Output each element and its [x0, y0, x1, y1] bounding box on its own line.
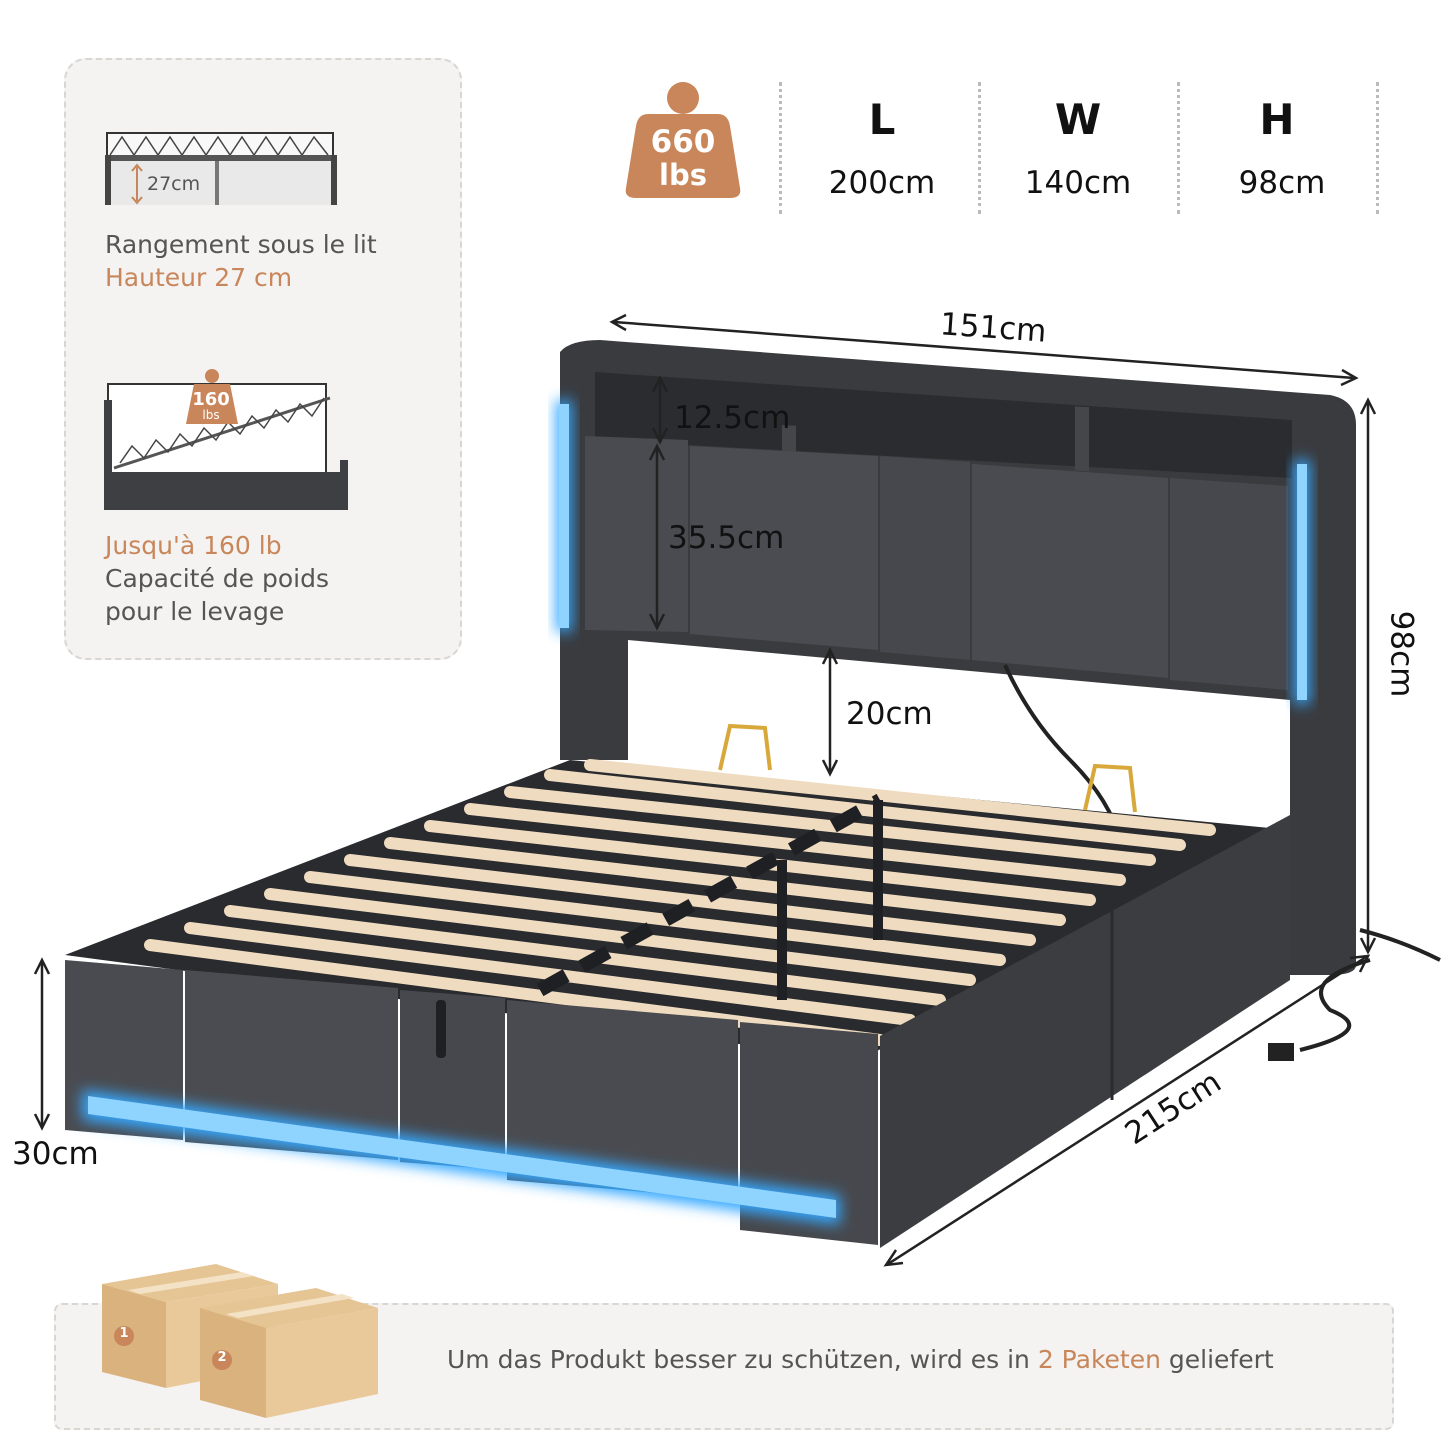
storage-height-label: 27cm	[147, 173, 201, 195]
lift-line2: Capacité de poids	[105, 564, 329, 593]
lift-feature-text: Jusqu'à 160 lb Capacité de poids pour le…	[105, 529, 329, 628]
dim-side-height: 30cm	[12, 1136, 99, 1172]
spec-length-value: 200cm	[828, 165, 936, 201]
weight-value: 660	[650, 124, 716, 160]
divider	[1376, 82, 1379, 214]
package-note: Um das Produkt besser zu schützen, wird …	[447, 1345, 1274, 1374]
lift-badge-value: 160	[192, 389, 230, 410]
divider	[779, 82, 782, 214]
dim-headboard-panel: 35.5cm	[668, 520, 785, 556]
storage-line1: Rangement sous le lit	[105, 230, 377, 259]
package-note-before: Um das Produkt besser zu schützen, wird …	[447, 1345, 1038, 1374]
dim-gap-height: 20cm	[846, 696, 933, 732]
lift-line1: Jusqu'à 160 lb	[105, 531, 282, 560]
storage-feature-text: Rangement sous le lit Hauteur 27 cm	[105, 228, 377, 294]
divider	[978, 82, 981, 214]
dim-shelf-height: 12.5cm	[674, 400, 791, 436]
package-note-after: geliefert	[1160, 1345, 1274, 1374]
weight-unit: lbs	[659, 158, 707, 192]
storage-diagram	[105, 132, 337, 205]
package-note-highlight: 2 Paketen	[1037, 1345, 1161, 1374]
spec-length-letter: L	[868, 95, 896, 144]
lift-badge-unit: lbs	[202, 408, 220, 422]
lift-line3: pour le levage	[105, 597, 285, 626]
storage-line2: Hauteur 27 cm	[105, 263, 293, 292]
box1-number: 1	[119, 1326, 129, 1341]
dim-top-width: 151cm	[938, 306, 1048, 350]
spec-height-letter: H	[1259, 95, 1295, 144]
divider	[1177, 82, 1180, 214]
package-boxes-icon	[102, 1264, 378, 1418]
weight-icon	[625, 82, 741, 198]
spec-height-value: 98cm	[1238, 165, 1326, 201]
dim-total-height: 98cm	[1383, 610, 1420, 698]
spec-width-letter: W	[1054, 95, 1102, 144]
spec-width-value: 140cm	[1024, 165, 1132, 201]
box2-number: 2	[217, 1350, 227, 1365]
lift-diagram	[104, 369, 348, 510]
